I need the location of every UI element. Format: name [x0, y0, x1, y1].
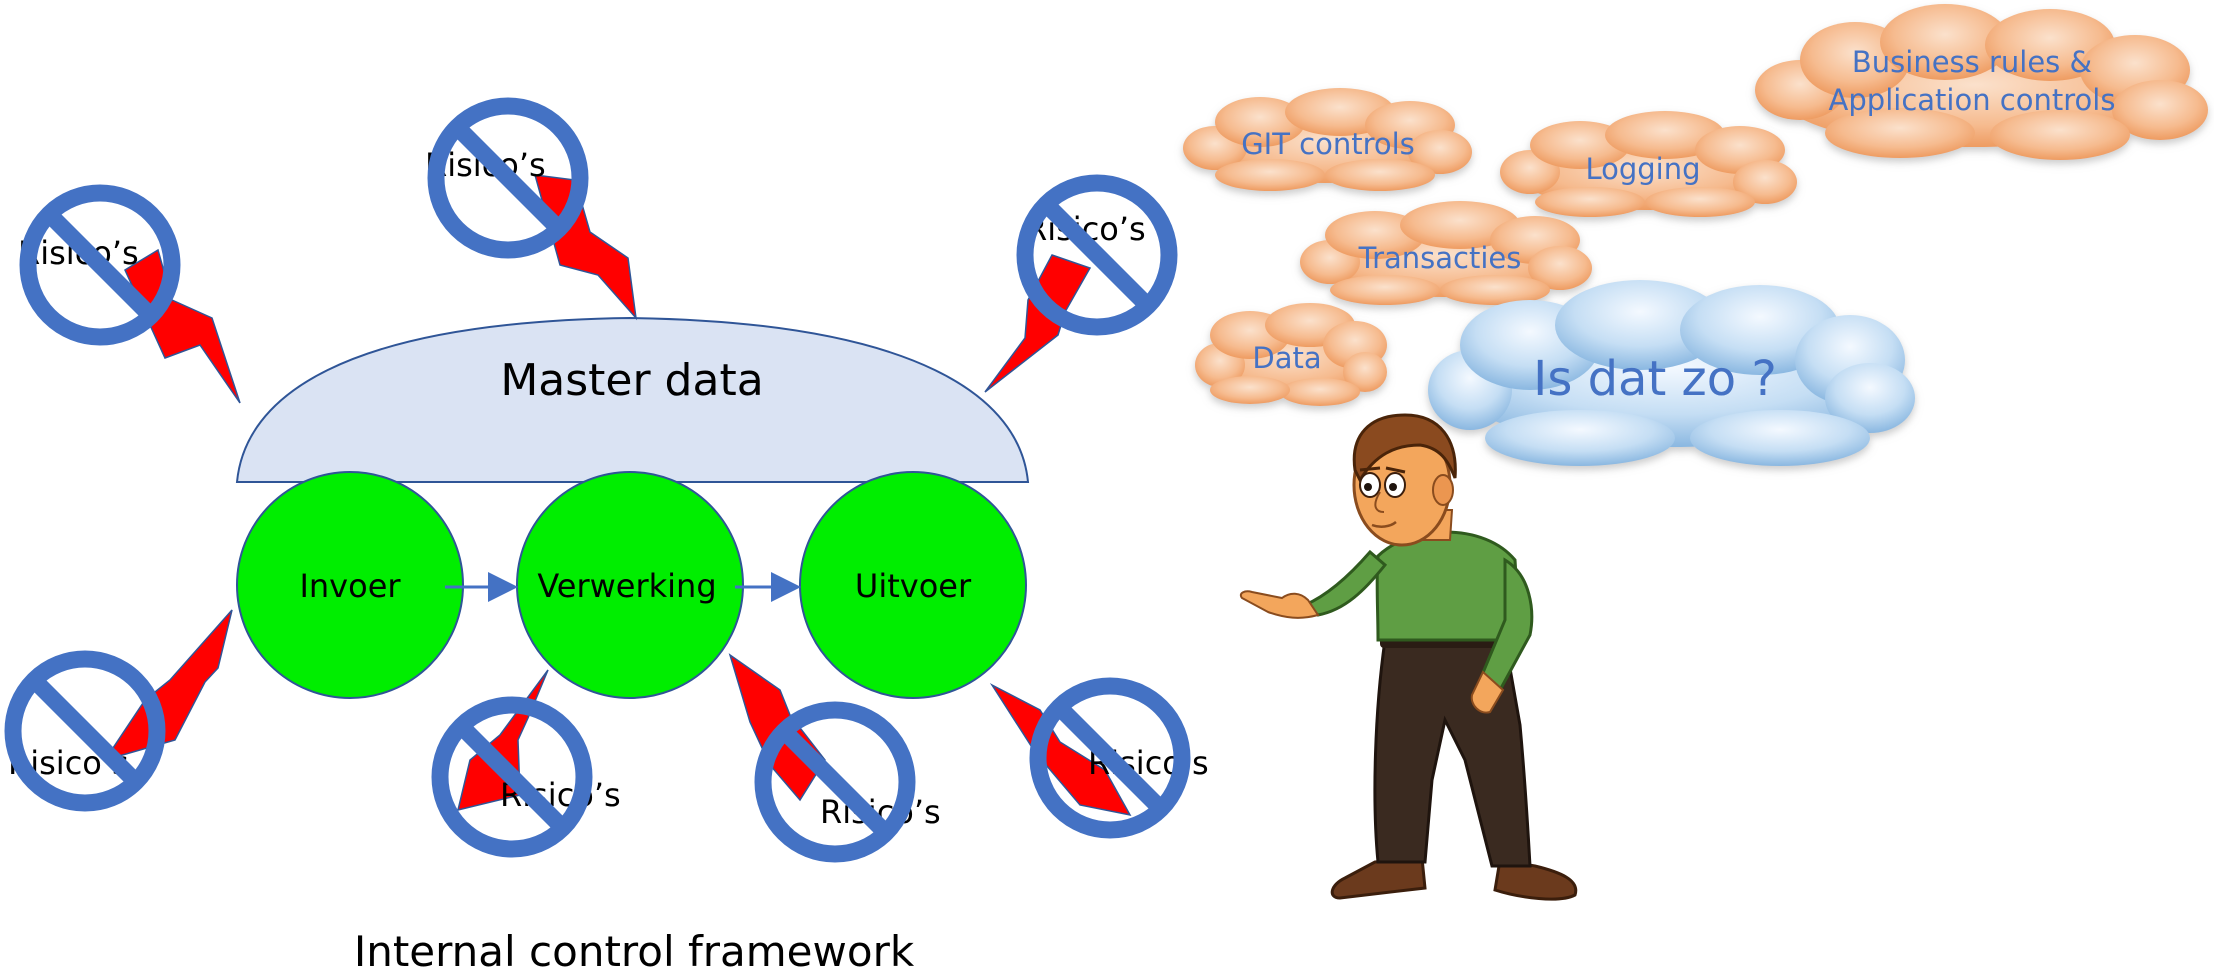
no-entry-icon — [754, 701, 916, 863]
cloud-logging: Logging — [1500, 111, 1797, 217]
hand-hip — [1470, 670, 1505, 714]
lightning-icon — [103, 609, 233, 762]
cloud-business-rules: Business rules & Application controls — [1755, 4, 2208, 160]
shirt — [1375, 530, 1522, 642]
cloud-transacties-label: Transacties — [1358, 241, 1522, 275]
hair — [1352, 413, 1457, 484]
cloud-git-controls: GIT controls — [1183, 88, 1472, 191]
no-entry-icon — [1016, 174, 1178, 336]
master-data-shape: Master data — [235, 316, 1030, 483]
arm-pointing — [1302, 549, 1388, 617]
nose — [1374, 491, 1385, 513]
thought-clouds: Business rules & Application controls GI… — [1183, 4, 2208, 466]
lightning-icon — [124, 248, 241, 404]
mouth — [1371, 520, 1397, 528]
cloud-transacties: Transacties — [1300, 201, 1592, 305]
shoe-left — [1330, 856, 1427, 900]
hand-pointing — [1239, 590, 1320, 619]
prohibition-signs — [4, 97, 1191, 863]
cloud-question-label: Is dat zo ? — [1533, 351, 1777, 407]
cloud-data-label: Data — [1252, 341, 1321, 375]
ear — [1432, 474, 1454, 506]
no-entry-icon — [427, 97, 589, 259]
diagram-caption: Internal control framework — [354, 927, 915, 973]
no-entry-icon — [4, 650, 166, 812]
cloud-git-controls-label: GIT controls — [1241, 127, 1415, 161]
stage-verwerking: Verwerking — [516, 471, 744, 699]
no-entry-icon — [431, 696, 593, 858]
cloud-business-rules-line1: Business rules & — [1852, 45, 2092, 79]
no-entry-icon — [19, 184, 181, 346]
cloud-data: Data — [1195, 303, 1387, 406]
stage-verwerking-label: Verwerking — [537, 567, 716, 605]
shoe-right — [1493, 858, 1578, 901]
process-stages: Invoer Verwerking Uitvoer — [236, 471, 1027, 699]
stage-uitvoer: Uitvoer — [799, 471, 1027, 699]
cloud-question: Is dat zo ? — [1428, 280, 1915, 466]
stage-invoer-label: Invoer — [299, 567, 401, 605]
no-entry-icon — [1029, 677, 1191, 839]
master-data-label: Master data — [500, 355, 763, 406]
lightning-icon — [984, 254, 1092, 393]
pointing-man-illustration — [1239, 413, 1578, 901]
cloud-logging-label: Logging — [1585, 152, 1700, 186]
eyebrows — [1359, 466, 1406, 474]
stage-invoer: Invoer — [236, 471, 464, 699]
stage-uitvoer-label: Uitvoer — [855, 567, 972, 605]
cloud-business-rules-line2: Application controls — [1829, 83, 2116, 117]
